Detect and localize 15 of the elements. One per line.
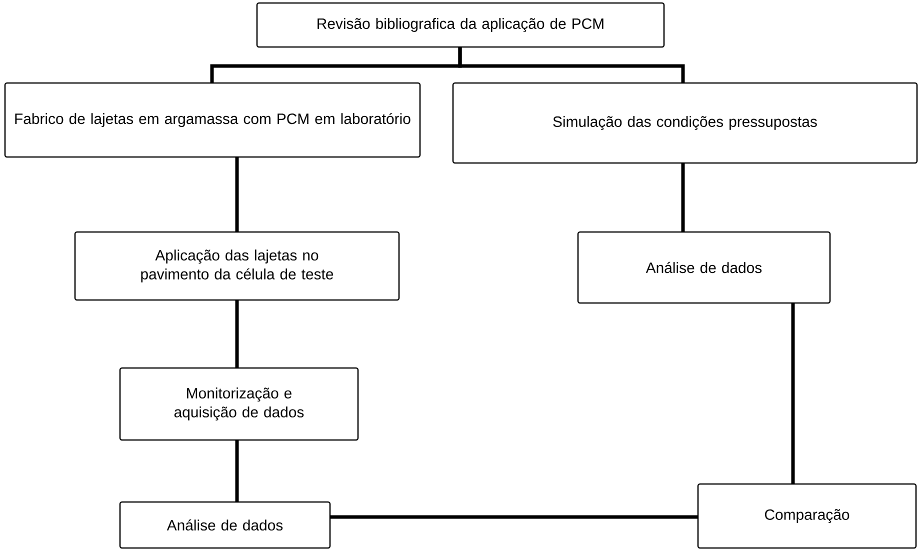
process-box: Análise de dados xyxy=(119,501,331,549)
connector-line xyxy=(330,515,698,519)
process-box: Simulação das condições pressupostas xyxy=(452,82,918,164)
process-box: Comparação xyxy=(697,483,917,549)
connector-line xyxy=(681,163,685,232)
process-box: Aplicação das lajetas no pavimento da célula de teste xyxy=(74,231,400,301)
process-box: Fabrico de lajetas em argamassa com PCM em laboratório xyxy=(4,82,421,158)
connector-line xyxy=(791,303,795,484)
connector-line xyxy=(235,300,239,368)
process-box: Revisão bibliografica da aplicação de PCM xyxy=(256,2,665,48)
connector-line xyxy=(458,47,685,83)
connector-line xyxy=(235,440,239,502)
process-box: Monitorização e aquisição de dados xyxy=(119,367,359,441)
process-box: Análise de dados xyxy=(577,231,831,304)
connector-line xyxy=(235,157,239,232)
